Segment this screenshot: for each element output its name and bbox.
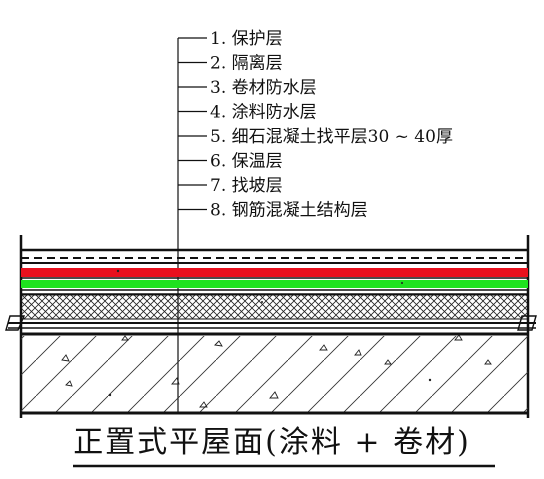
layer-labels: 1. 保护层 2. 隔离层 3. 卷材防水层 4. 涂料防水层 5. 细石混凝土找平层3… — [178, 29, 453, 221]
coating-waterproof-layer — [21, 280, 528, 288]
layer-label: 6. 保温层 — [210, 152, 283, 172]
slope-layer-left-break — [5, 315, 26, 331]
layer-label: 7. 找坡层 — [210, 176, 283, 196]
layer-label: 4. 涂料防水层 — [210, 103, 317, 123]
diagram-title: 正置式平屋面(涂料 + 卷材) — [73, 425, 471, 460]
structural-layer — [21, 336, 528, 412]
layer-label: 3. 卷材防水层 — [210, 78, 317, 98]
membrane-waterproof-layer — [21, 268, 528, 277]
aggregate-marks — [61, 334, 492, 408]
slope-layer-right-break — [517, 315, 537, 331]
layer-label: 1. 保护层 — [210, 29, 283, 49]
insulation-layer — [20, 294, 529, 320]
layer-label: 5. 细石混凝土找平层30 ~ 40厚 — [210, 127, 453, 147]
aggregate-dots — [108, 269, 432, 397]
layer-label: 2. 隔离层 — [210, 54, 283, 74]
layer-label: 8. 钢筋混凝土结构层 — [210, 201, 368, 221]
